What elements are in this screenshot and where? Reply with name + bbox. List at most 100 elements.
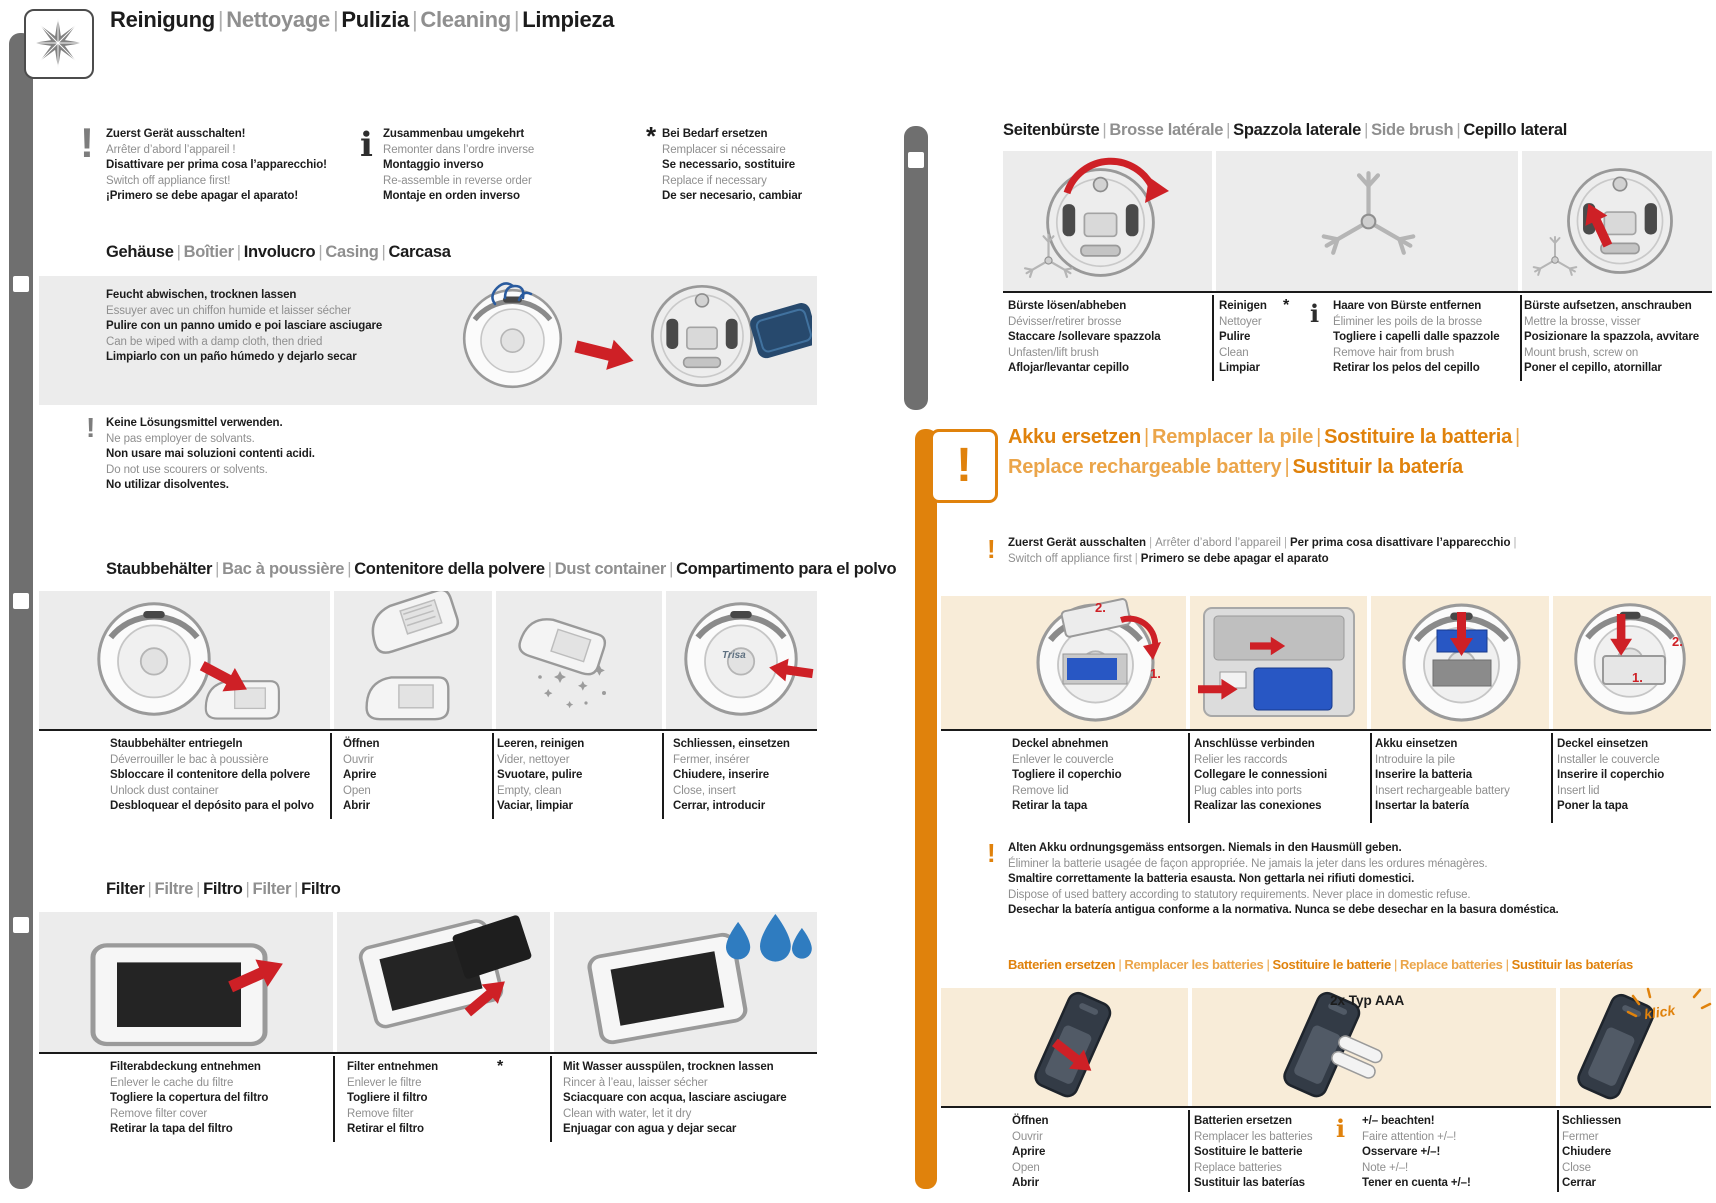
lang-line: Staubbehälter entriegeln <box>110 738 243 750</box>
lang-line: Vider, nettoyer <box>497 753 570 766</box>
lang-segment: Dust container <box>554 560 667 578</box>
lang-segment: Batterien ersetzen <box>1008 957 1116 972</box>
lang-line: Introduire la pile <box>1375 753 1456 766</box>
lang-line: Togliere il filtro <box>347 1092 428 1104</box>
lang-line: Leeren, reinigen <box>497 738 585 750</box>
lang-line: Close, insert <box>673 784 736 797</box>
lang-line: Ouvrir <box>343 753 374 766</box>
lang-line: Remove hair from brush <box>1333 346 1455 359</box>
separator: | <box>1144 426 1150 448</box>
info-icon: i <box>1310 299 1320 328</box>
column-divider <box>333 1056 335 1142</box>
lang-segment: Filtro <box>301 880 341 898</box>
lang-line: Collegare le connessioni <box>1194 769 1328 781</box>
akku-dispose-note: Alten Akku ordnungsgemäss entsorgen. Nie… <box>1008 841 1559 919</box>
panel-divider <box>550 912 554 1052</box>
illustration-dust-unlock <box>39 591 280 720</box>
lang-line: Zuerst Gerät ausschalten! <box>106 128 246 140</box>
lang-line: Unfasten/lift brush <box>1008 346 1099 359</box>
panel-divider <box>330 591 334 729</box>
lang-segment: Reinigung <box>110 7 215 32</box>
lang-line: Realizar las conexiones <box>1194 800 1322 812</box>
panel-divider <box>1188 988 1192 1106</box>
step-number-label: 2. <box>1095 600 1106 615</box>
lang-line: Remove lid <box>1012 784 1069 797</box>
battery-type-label: 2x Typ AAA <box>1330 993 1405 1008</box>
lang-line: Limpiarlo con un paño húmedo y dejarlo s… <box>106 351 357 363</box>
lang-line: Installer le couvercle <box>1557 753 1660 766</box>
lang-segment: Filter <box>252 880 292 898</box>
panel-divider <box>662 591 666 729</box>
binding-marker <box>13 276 29 292</box>
akku-warning-box: ! <box>930 429 998 503</box>
lang-line: Replace batteries <box>1194 1161 1282 1174</box>
akku-switch-off-line2: Switch off appliance first|Primero se de… <box>1008 553 1329 565</box>
lang-line: Poner el cepillo, atornillar <box>1524 362 1662 374</box>
casing-solvents-text: Keine Lösungsmittel verwenden.Ne pas emp… <box>106 416 315 494</box>
separator: | <box>1513 537 1517 549</box>
lang-line: Schliessen, einsetzen <box>673 738 790 750</box>
lang-line: Enlever le couvercle <box>1012 753 1114 766</box>
lang-line: Schliessen <box>1562 1115 1622 1127</box>
lang-line: Öffnen <box>343 738 380 750</box>
lang-line: Fermer <box>1562 1130 1599 1143</box>
column-divider <box>1188 1110 1190 1192</box>
lang-line: Sustituir las baterías <box>1194 1177 1305 1189</box>
lang-line: Inserire la batteria <box>1375 769 1473 781</box>
asterisk-icon: * <box>646 121 657 151</box>
lang-line: Unlock dust container <box>110 784 219 797</box>
illustration-filter-remove <box>356 915 532 1031</box>
separator: | <box>332 7 339 32</box>
separator: | <box>547 560 552 578</box>
separator: | <box>1505 957 1509 972</box>
column-divider <box>1212 295 1214 381</box>
lang-line: Retirar la tapa <box>1012 800 1088 812</box>
note-switch-off: Zuerst Gerät ausschalten!Arrêter d’abord… <box>106 127 327 205</box>
section-heading-batteries: Batterien ersetzen|Remplacer les batteri… <box>1008 957 1633 972</box>
separator: | <box>1284 537 1287 549</box>
separator: | <box>215 560 220 578</box>
lang-segment: Filtro <box>203 880 243 898</box>
lang-line: Insert rechargeable battery <box>1375 784 1510 797</box>
column-divider <box>1551 733 1553 823</box>
lang-line: Sostituire le batterie <box>1194 1146 1303 1158</box>
lang-line: Bei Bedarf ersetzen <box>662 128 768 140</box>
separator: | <box>176 243 181 261</box>
separator: | <box>294 880 299 898</box>
lang-segment: Cepillo lateral <box>1463 121 1568 139</box>
divider-line <box>39 1052 817 1054</box>
lang-segment: Gehäuse <box>106 243 174 261</box>
panel-divider <box>1186 596 1190 729</box>
lang-segment: Boîtier <box>183 243 234 261</box>
separator: | <box>1364 121 1369 139</box>
separator: | <box>1284 456 1290 478</box>
lang-segment: Pulizia <box>341 7 409 32</box>
illustration-side-brush <box>1216 151 1518 291</box>
illustration-brush-remove <box>1023 157 1169 279</box>
lang-line: Re-assemble in reverse order <box>383 174 532 187</box>
lang-line: Fermer, insérer <box>673 753 750 766</box>
separator: | <box>347 560 352 578</box>
lang-line: Chiudere, inserire <box>673 769 769 781</box>
separator: | <box>196 880 201 898</box>
panel-divider <box>492 591 496 729</box>
lang-segment: Primero se debe apagar el aparato <box>1140 553 1329 565</box>
lang-line: Sciacquare con acqua, lasciare asciugare <box>563 1092 787 1104</box>
lang-line: Mettre la brosse, visser <box>1524 315 1641 328</box>
illustration-remote-open <box>1031 988 1115 1101</box>
left-binding-bar <box>9 33 33 1189</box>
lang-segment: Sustituir las baterías <box>1511 957 1634 972</box>
lang-line: Non usare mai soluzioni contenti acidi. <box>106 448 315 460</box>
illustration-akku-insert <box>1371 596 1549 729</box>
column-divider <box>492 733 494 819</box>
lang-line: Remove filter <box>347 1107 414 1120</box>
chapter-icon-box <box>24 9 94 79</box>
